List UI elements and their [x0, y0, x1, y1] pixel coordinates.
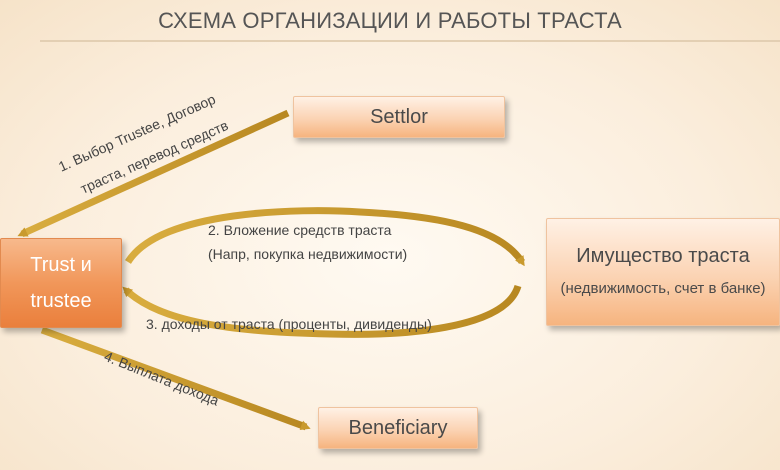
property-subtitle: (недвижимость, счет в банке) — [560, 279, 766, 297]
arrow-trust-to-property — [125, 207, 525, 267]
diagram-title: СХЕМА ОРГАНИЗАЦИИ И РАБОТЫ ТРАСТА — [158, 8, 622, 33]
edge-label-3: 3. доходы от траста (проценты, дивиденды… — [146, 316, 432, 332]
edge-label-2b: (Напр, покупка недвижимости) — [208, 246, 408, 262]
arrow-property-to-trust — [122, 284, 522, 338]
trust-label-line1: Trust и — [30, 254, 92, 276]
edge-label-2a: 2. Вложение средств траста — [208, 222, 392, 238]
title-divider — [40, 40, 780, 42]
arrow-trust-to-beneficiary — [40, 326, 311, 431]
node-property: Имущество траста (недвижимость, счет в б… — [546, 218, 780, 326]
node-trust: Trust и trustee — [0, 238, 122, 328]
property-title: Имущество траста — [576, 244, 750, 267]
node-settlor: Settlor — [293, 96, 505, 138]
trust-label-line2: trustee — [30, 290, 92, 312]
node-beneficiary: Beneficiary — [318, 407, 478, 449]
arrow-settlor-to-trust — [17, 109, 290, 238]
